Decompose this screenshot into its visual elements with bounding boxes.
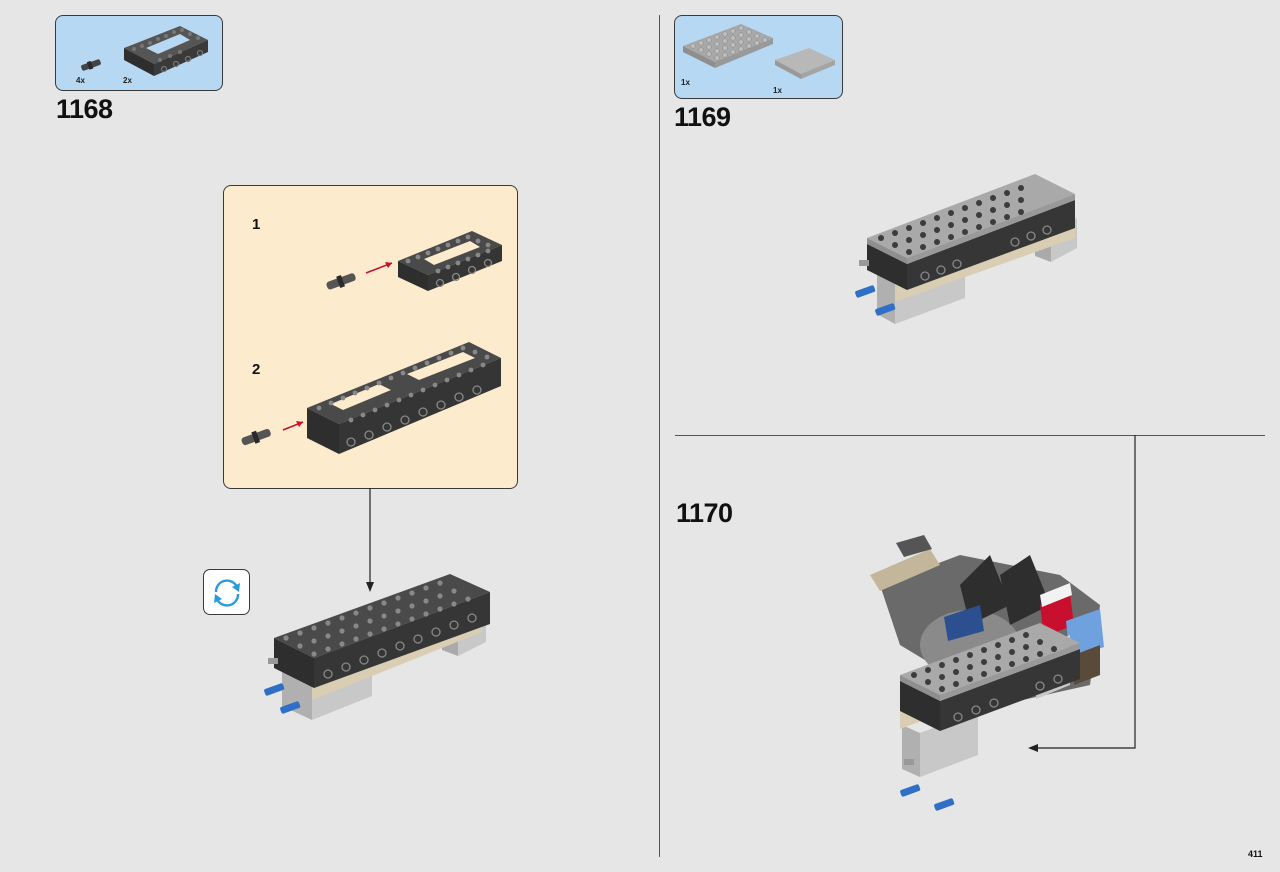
substep-number-2: 2 xyxy=(252,361,261,378)
step-number-1169: 1169 xyxy=(674,102,731,132)
page-number: 411 xyxy=(1248,849,1263,859)
parts-callout-1168: 4x 2x xyxy=(55,15,223,91)
subassembly-panel: 1 2 xyxy=(223,185,518,489)
tile-4x4-icon xyxy=(775,48,835,79)
substep-number-1: 1 xyxy=(252,216,261,233)
step-number-1170: 1170 xyxy=(676,498,733,528)
rotate-model-icon xyxy=(214,579,240,607)
parts-callout-1169: 1x 1x xyxy=(674,15,843,99)
qty-label: 2x xyxy=(123,76,132,85)
connector-arrow xyxy=(1028,435,1136,752)
plate-6x8-icon xyxy=(683,24,773,68)
substep-1-illustration xyxy=(326,231,502,291)
axle-pin-icon xyxy=(81,59,101,71)
step-number-1168: 1168 xyxy=(56,94,113,124)
qty-label: 1x xyxy=(773,86,782,95)
model-1168-illustration xyxy=(264,574,490,720)
rotate-model-button[interactable] xyxy=(203,569,250,615)
step-divider xyxy=(675,435,1265,436)
page-divider xyxy=(659,15,660,857)
qty-label: 4x xyxy=(76,76,85,85)
model-1170-illustration xyxy=(870,535,1104,811)
model-1169-illustration xyxy=(855,174,1077,324)
substep-2-illustration xyxy=(241,342,501,454)
technic-brick-frame-icon xyxy=(124,26,208,76)
connector-arrow xyxy=(366,488,374,592)
qty-label: 1x xyxy=(681,78,690,87)
